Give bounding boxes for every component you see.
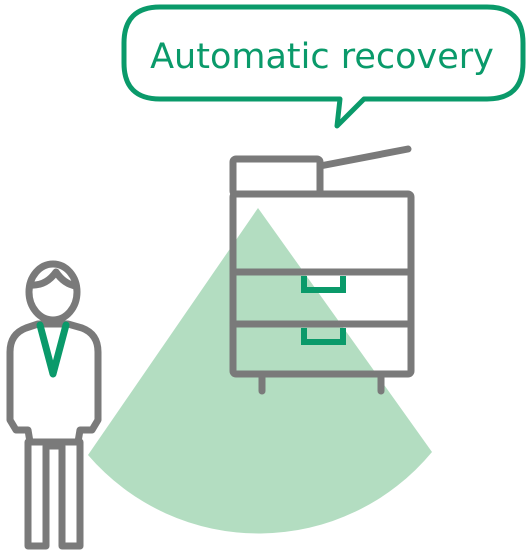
- printer-icon: [229, 145, 415, 395]
- tray-handle-1-icon: [301, 276, 346, 293]
- speech-bubble-text: Automatic recovery: [150, 37, 494, 77]
- printer-body: [229, 190, 415, 378]
- printer-scanner-unit: [229, 155, 324, 198]
- speech-bubble: [121, 4, 526, 129]
- person-torso: [6, 320, 102, 446]
- tray-handle-2-icon: [301, 328, 346, 345]
- printer-feeder-arm: [316, 145, 412, 170]
- person-icon: [6, 260, 102, 550]
- person-hair: [27, 268, 80, 290]
- person-collar-icon: [36, 321, 70, 378]
- person-legs: [24, 438, 84, 550]
